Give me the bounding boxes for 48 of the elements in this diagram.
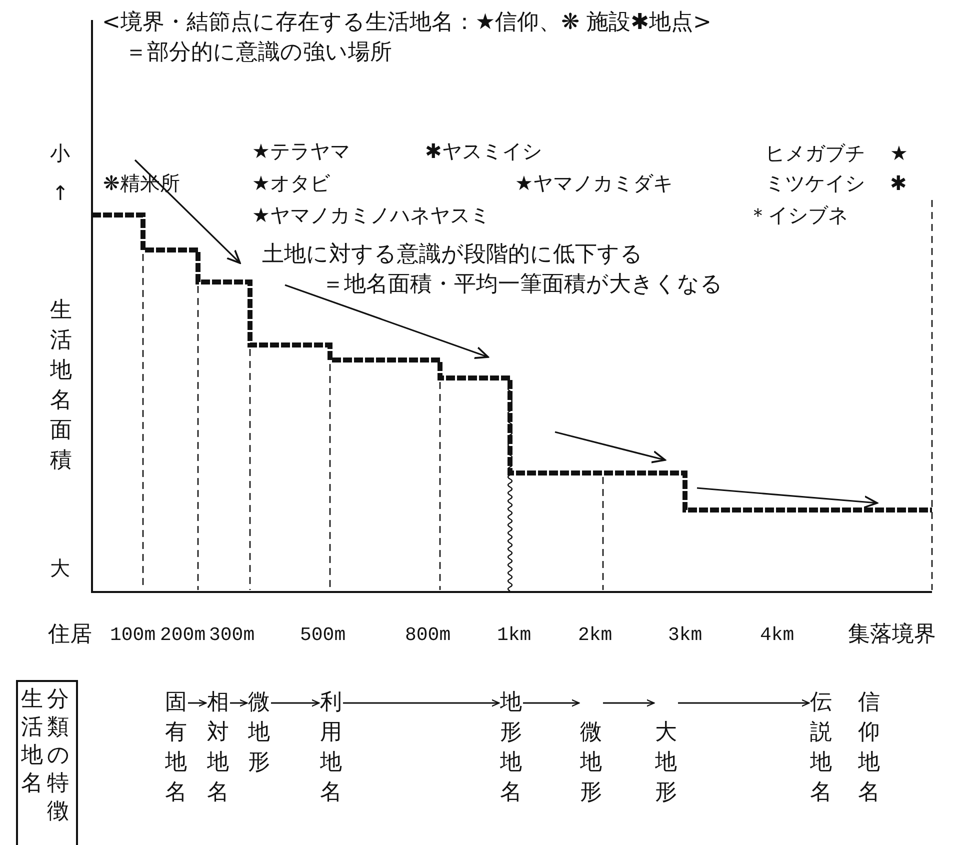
place-name: ミツケイシ — [765, 170, 865, 196]
tick-label: 500m — [300, 623, 346, 648]
place-name: ★ヤマノカミノハネヤスミ — [252, 202, 490, 228]
axis-arrow: ↑ — [52, 180, 69, 206]
category-box — [16, 680, 78, 845]
tick-label: 300m — [209, 623, 255, 648]
arrow — [271, 699, 320, 707]
place-name: ヒメガブチ — [765, 140, 865, 166]
tick-label: 住居 — [48, 622, 92, 648]
place-name: ✱ヤスミイシ — [425, 138, 542, 164]
place-name: ＊イシブネ — [748, 202, 848, 228]
category-text: 伝説地名 — [810, 688, 832, 808]
tick-label: 3km — [668, 623, 702, 648]
star-symbol: ★ — [890, 140, 908, 166]
axis-label: 小 — [50, 140, 70, 166]
arrow — [678, 699, 810, 707]
tick-label: 800m — [405, 623, 451, 648]
axis-label: 大 — [50, 555, 70, 581]
tick-label: 100m — [110, 623, 156, 648]
arrow — [603, 699, 655, 707]
category-text: 大地形 — [655, 688, 677, 808]
category-text: 固有地名 — [165, 688, 187, 808]
note-text: ＝部分的に意識の強い場所 — [125, 40, 392, 66]
arrow — [230, 699, 248, 707]
place-name: ★ヤマノカミダキ — [515, 170, 673, 196]
place-name: ★オタビ — [252, 170, 330, 196]
category-text: 微地形 — [580, 688, 602, 808]
tick-label: 200m — [160, 623, 206, 648]
category-text: 相対地名 — [207, 688, 229, 808]
arrow — [188, 699, 207, 707]
annotation-text: 土地に対する意識が段階的に低下する — [262, 242, 643, 268]
tick-label: 1km — [497, 623, 532, 648]
box-heading: 分類の特徴 — [47, 686, 69, 826]
tick-label: 4km — [760, 623, 794, 648]
diagram-title: <境界・結節点に存在する生活地名：★信仰、❋ 施設✱地点> — [102, 10, 712, 36]
tick-label: 2km — [578, 623, 612, 648]
axis-title: 生活地名面積 — [50, 297, 72, 475]
category-text: 信仰地名 — [858, 688, 880, 808]
category-text: 微地形 — [248, 688, 270, 778]
arrow — [343, 699, 500, 707]
category-text: 地形地名 — [500, 688, 522, 808]
annotation-text: ＝地名面積・平均一筆面積が大きくなる — [322, 272, 723, 298]
tick-label: 集落境界 — [848, 622, 936, 648]
arrow — [523, 699, 580, 707]
category-text: 利用地名 — [320, 688, 342, 808]
asterisk-symbol: ✱ — [890, 170, 907, 196]
box-heading: 生活地名 — [21, 686, 43, 798]
place-name: ★テラヤマ — [252, 138, 350, 164]
